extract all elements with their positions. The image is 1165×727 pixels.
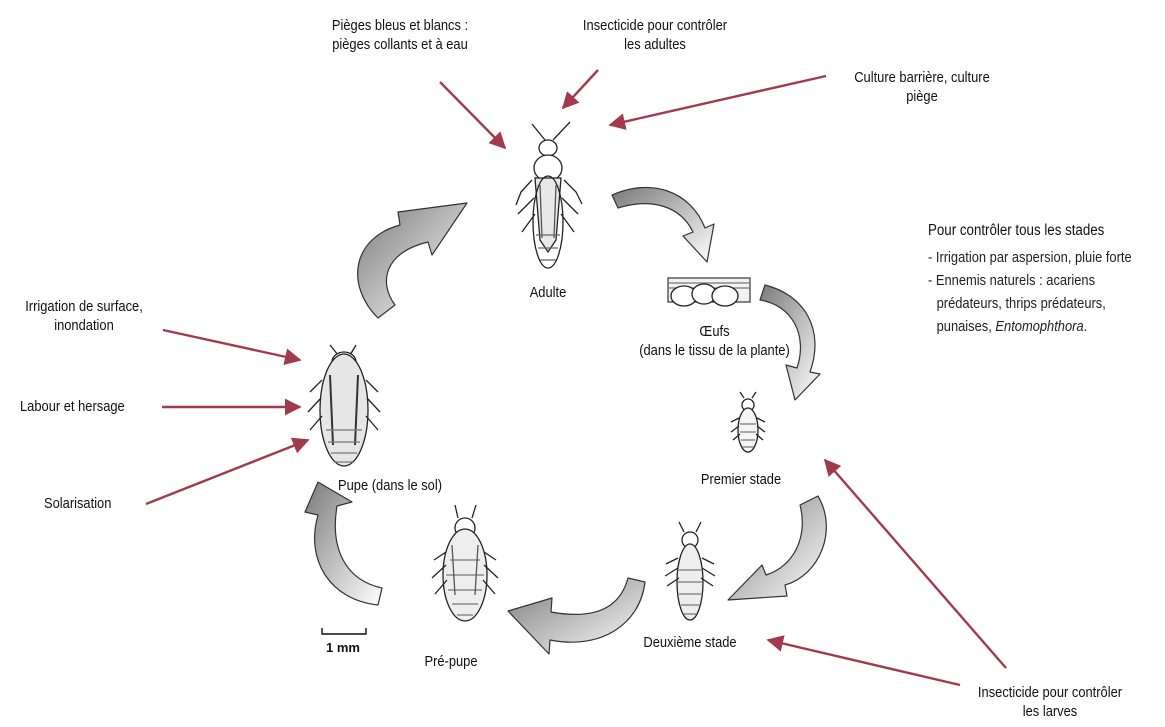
arrow-insecticide-adults	[563, 70, 598, 108]
cycle-arrow-icon	[728, 496, 826, 600]
panel-list: - Irrigation par aspersion, pluie forte …	[928, 246, 1165, 338]
cycle-arrow-icon	[358, 203, 467, 318]
panel-item-italic: Entomophthora	[995, 318, 1083, 335]
cycle-arrow-icon	[612, 187, 714, 262]
label-surface-irrigation: Irrigation de surface, inondation	[12, 297, 156, 335]
cycle-arrow-icon	[508, 578, 645, 654]
arrow-barrier-crop	[610, 76, 826, 125]
arrow-insecticide-larvae-1	[825, 460, 1006, 668]
label-solarisation: Solarisation	[44, 494, 156, 513]
pupa-icon	[308, 345, 380, 466]
arrow-solarisation	[146, 440, 308, 504]
thrips-adult-icon	[516, 122, 582, 268]
label-tillage: Labour et hersage	[20, 397, 158, 416]
all-stages-panel: Pour contrôler tous les stades - Irrigat…	[928, 222, 1165, 338]
eggs-icon	[668, 278, 750, 306]
stage-label-pupa: Pupe (dans le sol)	[313, 476, 468, 495]
panel-item-natural-enemies: - Ennemis naturels : acariens prédateurs…	[928, 269, 1134, 338]
cycle-arrow-icon	[305, 482, 382, 605]
scale-label: 1 mm	[326, 640, 360, 655]
stage-label-adult: Adulte	[505, 283, 591, 302]
stage-label-prepupa: Pré-pupe	[404, 652, 499, 671]
prepupa-icon	[432, 505, 498, 621]
stage-label-eggs: Œufs (dans le tissu de la plante)	[626, 322, 802, 360]
arrow-traps	[440, 82, 505, 148]
larva-icon	[665, 522, 715, 620]
label-barrier-crop: Culture barrière, culture piège	[827, 68, 1016, 106]
panel-item-suffix: .	[1084, 318, 1088, 335]
label-insecticide-adults: Insecticide pour contrôler les adultes	[560, 16, 749, 54]
stage-label-first: Premier stade	[685, 470, 797, 489]
label-traps: Pièges bleus et blancs : pièges collants…	[305, 16, 494, 54]
scale-bar	[322, 628, 366, 634]
label-insecticide-larvae: Insecticide pour contrôler les larves	[955, 683, 1144, 721]
stage-label-second: Deuxième stade	[630, 633, 750, 652]
panel-title: Pour contrôler tous les stades	[928, 222, 1134, 240]
larva-icon	[731, 392, 765, 452]
panel-item-irrigation: - Irrigation par aspersion, pluie forte	[928, 246, 1134, 269]
arrow-surface-irrigation	[163, 330, 300, 360]
arrow-insecticide-larvae-2	[768, 640, 960, 685]
